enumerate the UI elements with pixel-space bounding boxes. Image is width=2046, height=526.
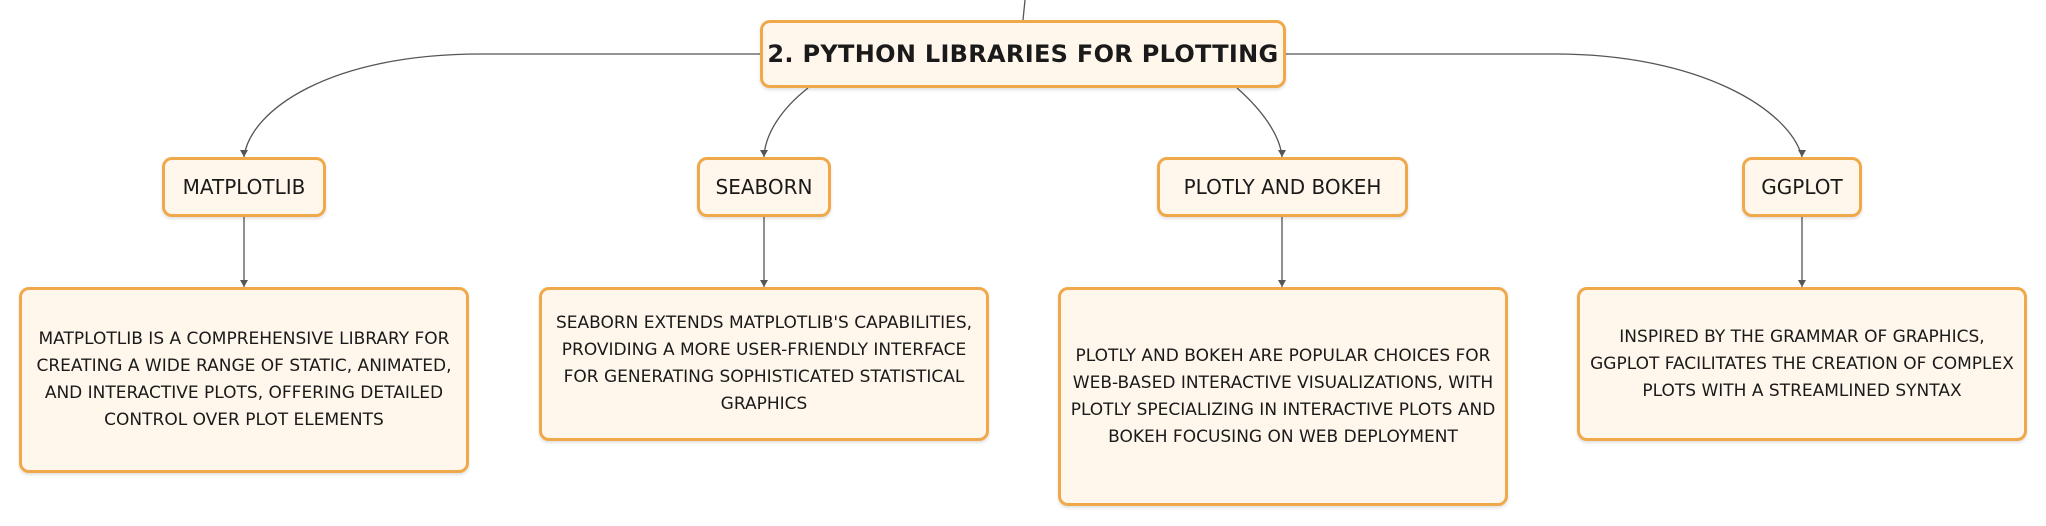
connector-root-to-seaborn	[763, 87, 809, 158]
category-node-ggplot[interactable]: GGPLOT	[1742, 157, 1862, 217]
category-label-plotly-bokeh: PLOTLY AND BOKEH	[1183, 175, 1382, 199]
description-node-plotly-bokeh[interactable]: PLOTLY AND BOKEH ARE POPULAR CHOICES FOR…	[1058, 287, 1508, 506]
category-label-matplotlib: MATPLOTLIB	[182, 175, 306, 199]
description-node-matplotlib[interactable]: MATPLOTLIB IS A COMPREHENSIVE LIBRARY FO…	[19, 287, 469, 473]
arrowhead-ggplot	[1798, 150, 1806, 157]
description-node-seaborn[interactable]: SEABORN EXTENDS MATPLOTLIB'S CAPABILITIE…	[539, 287, 989, 441]
description-text-plotly-bokeh: PLOTLY AND BOKEH ARE POPULAR CHOICES FOR…	[1070, 345, 1496, 447]
arrowhead-ggplot-desc	[1798, 280, 1806, 287]
category-node-matplotlib[interactable]: MATPLOTLIB	[162, 157, 326, 217]
connector-parent-to-root	[1022, 0, 1026, 21]
description-text-ggplot: INSPIRED BY THE GRAMMAR OF GRAPHICS, GGP…	[1590, 326, 2014, 401]
arrowhead-matplotlib	[240, 150, 248, 157]
arrowhead-plotly-desc	[1278, 280, 1286, 287]
description-text-matplotlib: MATPLOTLIB IS A COMPREHENSIVE LIBRARY FO…	[36, 329, 452, 430]
description-node-ggplot[interactable]: INSPIRED BY THE GRAMMAR OF GRAPHICS, GGP…	[1577, 287, 2027, 441]
description-text-seaborn: SEABORN EXTENDS MATPLOTLIB'S CAPABILITIE…	[555, 313, 973, 414]
arrowhead-plotly	[1278, 150, 1286, 157]
category-node-plotly-bokeh[interactable]: PLOTLY AND BOKEH	[1157, 157, 1408, 217]
arrowhead-seaborn-desc	[760, 280, 768, 287]
connector-root-to-matplotlib	[243, 53, 760, 158]
arrowhead-matplotlib-desc	[240, 280, 248, 287]
connector-root-to-plotly	[1236, 87, 1283, 158]
root-node[interactable]: 2. PYTHON LIBRARIES FOR PLOTTING	[760, 20, 1286, 88]
connector-root-to-ggplot	[1286, 53, 1803, 158]
root-node-label: 2. PYTHON LIBRARIES FOR PLOTTING	[767, 40, 1279, 68]
category-node-seaborn[interactable]: SEABORN	[697, 157, 831, 217]
category-label-seaborn: SEABORN	[715, 175, 813, 199]
category-label-ggplot: GGPLOT	[1761, 175, 1843, 199]
arrowhead-seaborn	[760, 150, 768, 157]
